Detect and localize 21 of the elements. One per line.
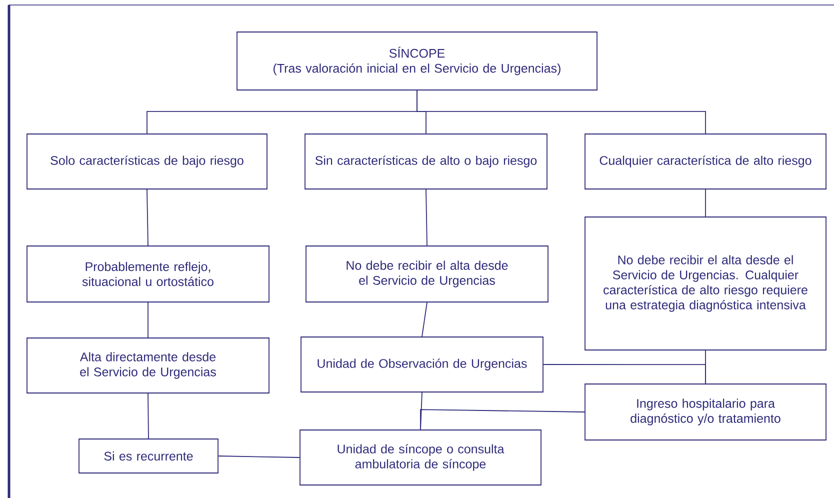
connector [420,409,585,430]
process-box: Unidad de síncope o consulta ambulatoria de síncope [300,430,542,486]
process-box: Si es recurrente [78,438,218,474]
connector [218,456,300,458]
process-box: Solo características de bajo riesgo [26,134,268,190]
connector [146,189,148,246]
process-box: No debe recibir el alta desde el Servicio de Urgencias. Cualquier característica de alto riesgo requiere una estrategia diagnóstica intensiva [584,216,826,350]
process-box: No debe recibir el alta desde el Servicio de Urgencias [306,246,548,302]
connector [543,364,706,384]
process-box: Cualquier característica de alto riesgo [584,134,826,190]
process-box: Probablemente reflejo, situacional u ortostático [26,246,270,302]
process-box: Alta directamente desde el Servicio de Urgencias [26,338,270,394]
process-box: Sin características de alto o bajo riesgo [304,134,548,190]
connector [148,393,149,439]
connector [422,302,428,337]
connector [705,189,706,217]
connector [416,90,706,134]
process-box: Ingreso hospitalario para diagnóstico y/o tratamiento [584,384,826,440]
connector [426,189,428,246]
title-box: SÍNCOPE (Tras valoración inicial en el Servicio de Urgencias) [236,32,598,90]
process-box: Unidad de Observación de Urgencias [300,336,544,392]
